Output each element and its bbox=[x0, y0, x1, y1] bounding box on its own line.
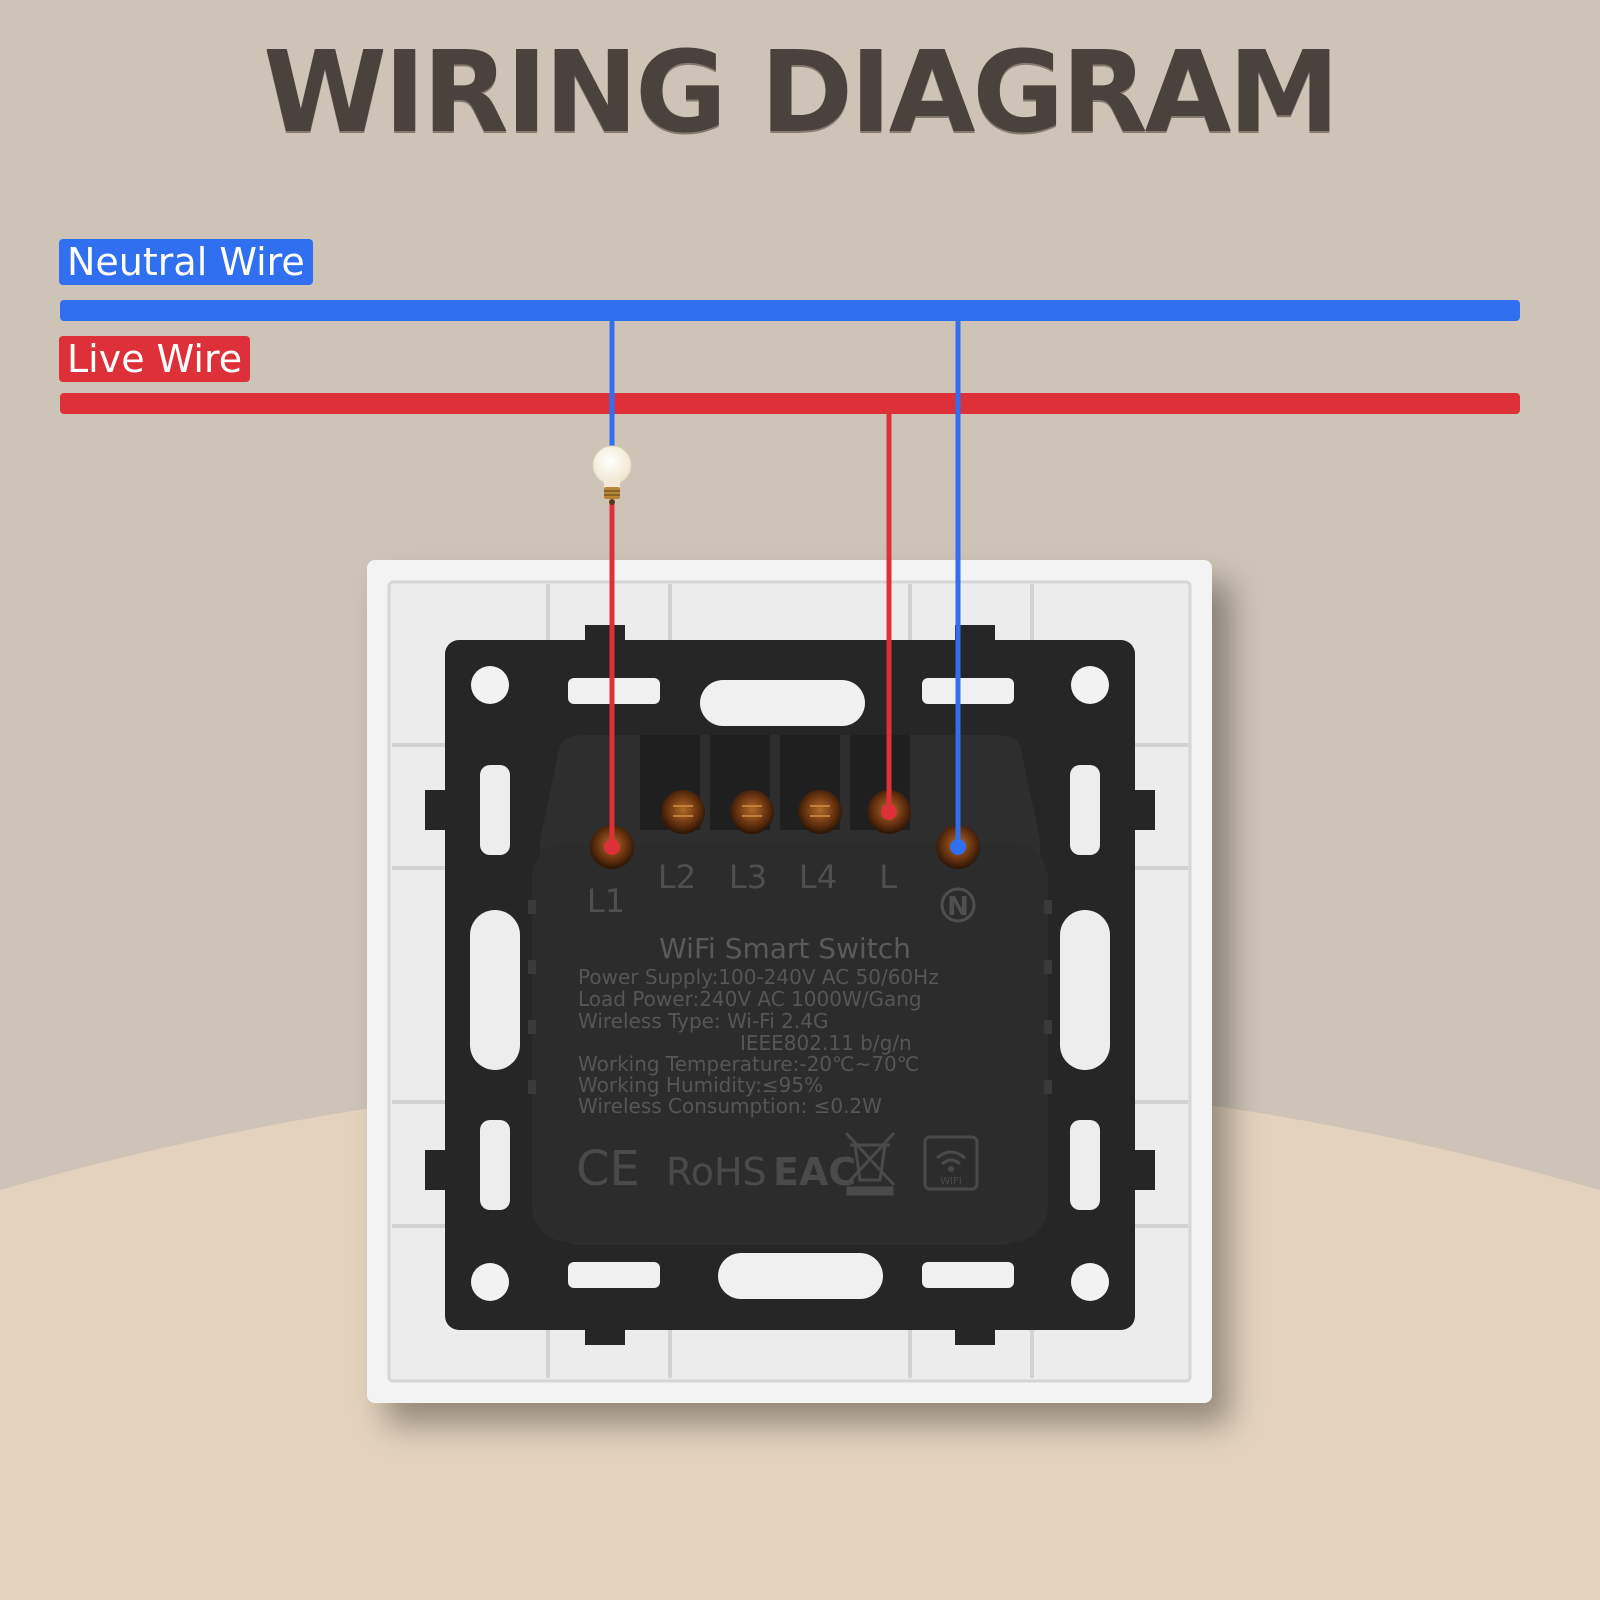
spec-ieee: IEEE802.11 b/g/n bbox=[740, 1031, 912, 1055]
terminal-screws bbox=[590, 790, 980, 869]
ce-mark: CE bbox=[576, 1141, 640, 1197]
screw-l3 bbox=[730, 790, 774, 834]
terminal-label-l2: L2 bbox=[658, 858, 696, 896]
spec-wireless-consumption: Wireless Consumption: ≤0.2W bbox=[578, 1094, 882, 1118]
light-bulb-icon bbox=[592, 445, 632, 505]
module-name: WiFi Smart Switch bbox=[659, 932, 911, 965]
l1-connection-dot bbox=[604, 839, 620, 855]
wifi-icon: WIFI bbox=[923, 1135, 979, 1191]
terminal-label-n: N bbox=[947, 892, 969, 922]
live-wire-label: Live Wire bbox=[59, 336, 251, 382]
terminal-label-l3: L3 bbox=[729, 858, 767, 896]
screw-l2 bbox=[661, 790, 705, 834]
neutral-wire bbox=[60, 300, 1520, 321]
n-connection-dot bbox=[950, 839, 966, 855]
spec-load-power: Load Power:240V AC 1000W/Gang bbox=[578, 987, 922, 1011]
neutral-wire-label: Neutral Wire bbox=[59, 239, 313, 285]
spec-working-humidity: Working Humidity:≤95% bbox=[578, 1073, 823, 1097]
diagram-title: WIRING DIAGRAM bbox=[263, 28, 1339, 158]
eac-mark: EAC bbox=[773, 1150, 856, 1194]
l-connection-dot bbox=[881, 804, 897, 820]
spec-working-temperature: Working Temperature:-20℃~70℃ bbox=[578, 1052, 919, 1076]
spec-wireless-type: Wireless Type: Wi-Fi 2.4G bbox=[578, 1009, 828, 1033]
weee-bin-icon bbox=[844, 1131, 896, 1196]
terminal-label-l4: L4 bbox=[799, 858, 837, 896]
live-wire bbox=[60, 393, 1520, 414]
screw-l4 bbox=[798, 790, 842, 834]
wifi-badge-text: WIFI bbox=[940, 1176, 962, 1187]
terminal-label-l: L bbox=[879, 858, 897, 896]
spec-power-supply: Power Supply:100-240V AC 50/60Hz bbox=[578, 965, 939, 989]
terminal-label-l1: L1 bbox=[587, 882, 625, 920]
terminal-n-ring bbox=[940, 887, 976, 923]
rohs-mark: RoHS bbox=[666, 1150, 767, 1194]
